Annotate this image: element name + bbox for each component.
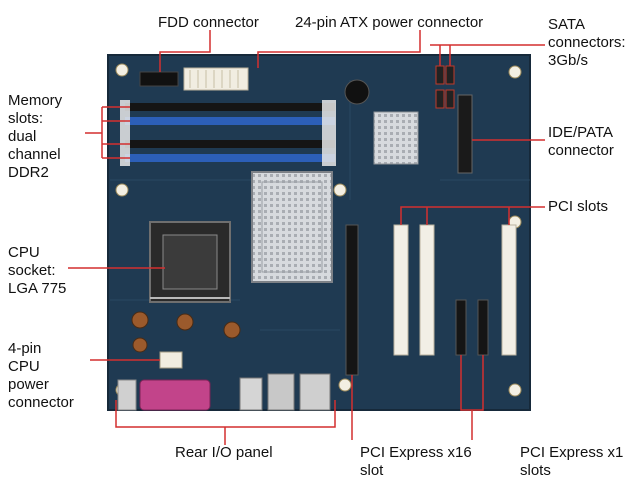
atx-connector-part: [183, 67, 249, 91]
pcie-x16-slot-label: PCI Express x16 slot: [360, 444, 472, 479]
pcie-x1-slots-label: PCI Express x1 slots: [520, 444, 624, 479]
fdd-connector-label: FDD connector: [158, 14, 259, 31]
vrm-inductors: [131, 311, 241, 353]
parallel-port: [139, 379, 211, 411]
ide-connector-part: [457, 94, 473, 174]
southbridge-heatsink: [373, 111, 419, 165]
atx-power-connector-label: 24-pin ATX power connector: [295, 14, 484, 31]
io-shield: [117, 379, 137, 411]
pci-slots-label: PCI slots: [548, 198, 609, 215]
memory-slots: [120, 100, 336, 166]
cpu-socket-label: CPU socket: LGA 775: [8, 244, 67, 297]
cpu-power-connector-part: [159, 351, 183, 369]
pci-slots-part: [393, 224, 517, 356]
pcie-x16-part: [345, 224, 359, 376]
fdd-connector-part: [139, 71, 179, 87]
memory-slots-label: Memory slots: dual channel DDR2: [8, 92, 63, 181]
leader-lines: [68, 30, 545, 445]
usb-ports: [239, 377, 263, 411]
battery: [344, 79, 370, 105]
cpu-power-connector-label: 4-pin CPU power connector: [8, 340, 74, 411]
rear-io-panel-label: Rear I/O panel: [175, 444, 273, 461]
audio-ports: [299, 373, 331, 411]
ethernet-port: [267, 373, 295, 411]
ide-pata-connector-label: IDE/PATA connector: [548, 124, 614, 159]
sata-connectors-label: SATA connectors: 3Gb/s: [548, 16, 626, 69]
